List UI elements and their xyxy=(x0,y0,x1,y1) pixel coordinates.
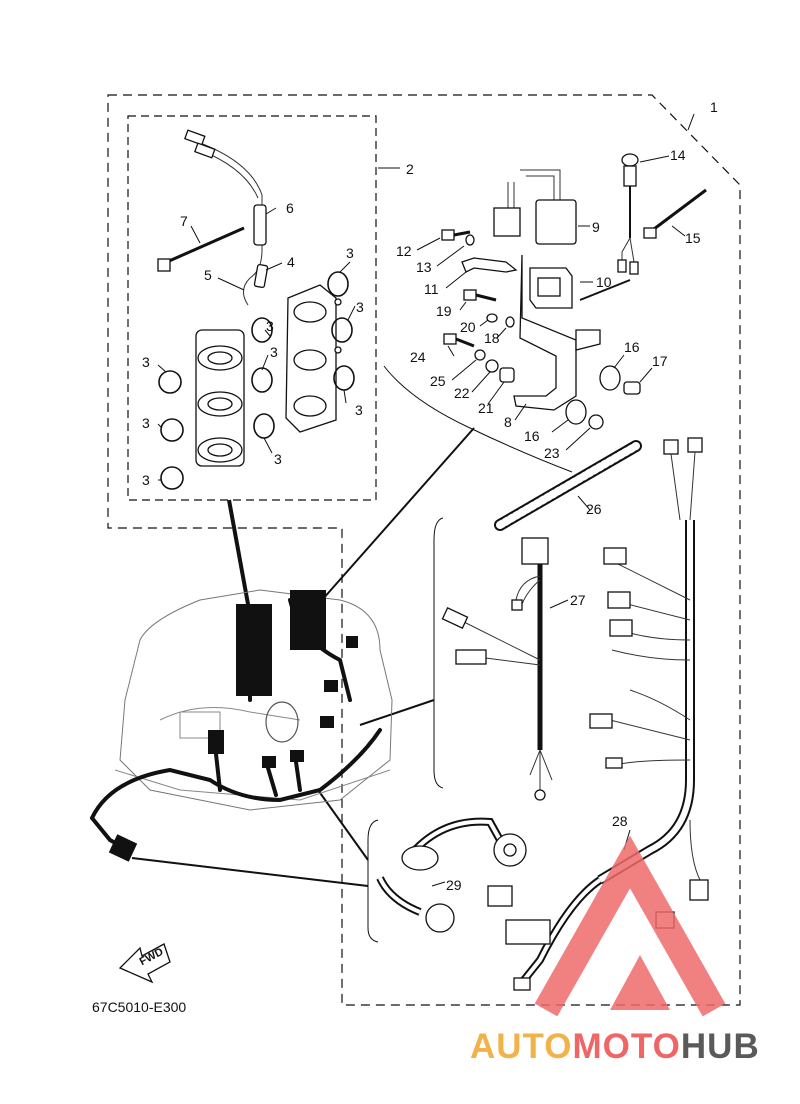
bracket-lower xyxy=(367,819,379,943)
callout-3d: 3 xyxy=(270,344,278,360)
main-harness-28 xyxy=(487,437,709,991)
callout-16b: 16 xyxy=(524,428,540,444)
callout-14: 14 xyxy=(670,147,686,163)
callout-20: 20 xyxy=(460,319,476,335)
gasket-plate-right xyxy=(285,284,342,433)
callout-13: 13 xyxy=(416,259,432,275)
callout-16a: 16 xyxy=(624,339,640,355)
callout-27: 27 xyxy=(570,592,586,608)
coil-block-left xyxy=(195,329,245,467)
callout-3g: 3 xyxy=(142,354,150,370)
engine-harness xyxy=(90,590,382,862)
connector-cable-29 xyxy=(376,817,527,933)
bracket-upper-right xyxy=(383,365,573,473)
callout-5: 5 xyxy=(204,267,212,283)
callout-25: 25 xyxy=(430,373,446,389)
assembly-2-boundary xyxy=(127,115,377,501)
watermark-part-moto: MOTO xyxy=(573,1027,681,1066)
callout-numbers: 1 2 3 3 3 3 3 3 3 3 3 4 5 6 7 8 9 10 11 … xyxy=(142,99,718,893)
callout-3c: 3 xyxy=(356,299,364,315)
callout-9: 9 xyxy=(592,219,600,235)
coil-assembly-group xyxy=(157,129,400,490)
callout-21: 21 xyxy=(478,400,494,416)
callout-19: 19 xyxy=(436,303,452,319)
callout-4: 4 xyxy=(287,254,295,270)
callout-10: 10 xyxy=(596,274,612,290)
callout-6: 6 xyxy=(286,200,294,216)
callout-7: 7 xyxy=(180,213,188,229)
watermark-part-auto: AUTO xyxy=(470,1027,573,1066)
callout-3b: 3 xyxy=(266,318,274,334)
callout-3e: 3 xyxy=(355,402,363,418)
group-leader-lines xyxy=(131,427,475,887)
callout-2: 2 xyxy=(406,161,414,177)
callout-12: 12 xyxy=(396,243,412,259)
watermark-logo xyxy=(534,835,726,1017)
callout-17: 17 xyxy=(652,353,668,369)
watermark-text: AUTOMOTOHUB xyxy=(470,1027,760,1066)
callout-1: 1 xyxy=(710,99,718,115)
callout-23: 23 xyxy=(544,445,560,461)
callout-24: 24 xyxy=(410,349,426,365)
watermark-part-hub: HUB xyxy=(681,1027,760,1066)
fwd-arrow: FWD xyxy=(118,943,171,984)
callout-18: 18 xyxy=(484,330,500,346)
callout-11: 11 xyxy=(424,281,439,297)
engine-outline xyxy=(114,589,393,811)
drawing-code: 67C5010-E300 xyxy=(92,999,186,1015)
callout-15: 15 xyxy=(685,230,701,246)
sub-harness-27 xyxy=(441,537,569,801)
callout-3f: 3 xyxy=(274,451,282,467)
callout-28: 28 xyxy=(612,813,628,829)
callout-3a: 3 xyxy=(346,245,354,261)
bracket-wiring-right xyxy=(433,517,444,789)
callout-3i: 3 xyxy=(142,472,150,488)
callout-26: 26 xyxy=(586,501,602,517)
relay-bracket-group xyxy=(416,113,707,451)
corrugated-tube-26 xyxy=(494,440,642,531)
callout-29: 29 xyxy=(446,877,462,893)
callout-3h: 3 xyxy=(142,415,150,431)
callout-8: 8 xyxy=(504,414,512,430)
callout-22: 22 xyxy=(454,385,470,401)
